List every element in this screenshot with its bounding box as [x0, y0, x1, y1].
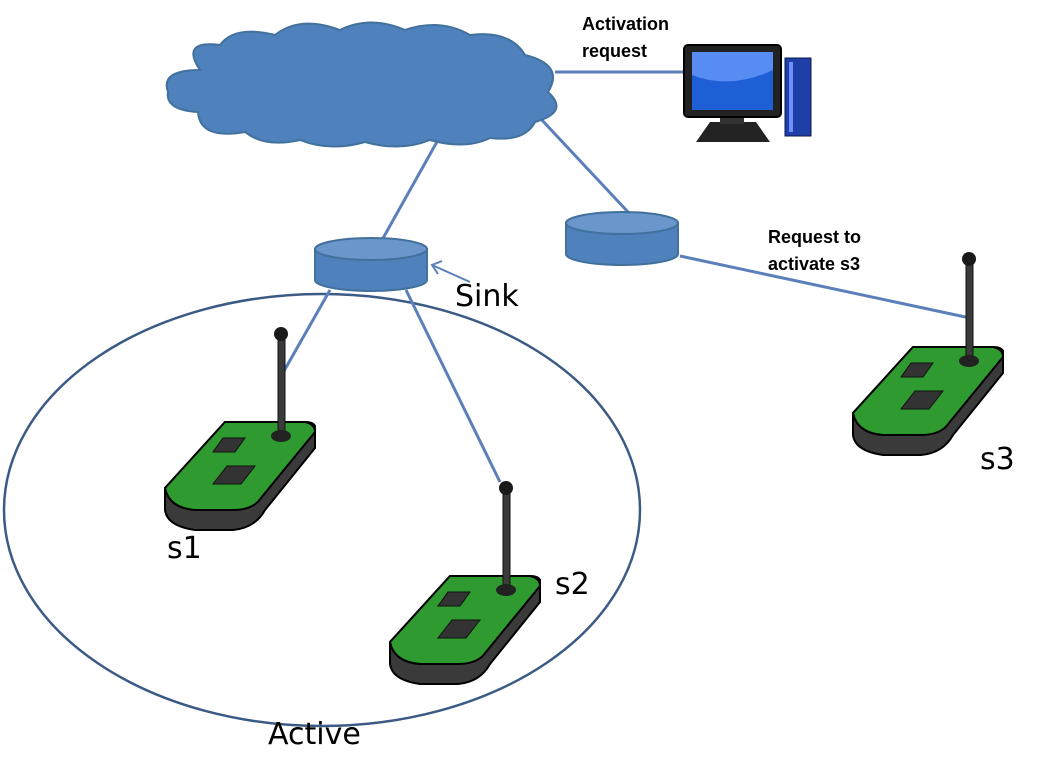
link-sink-s2: [404, 289, 502, 483]
gateway-disk-icon: [565, 211, 679, 266]
active-label: Active: [268, 717, 361, 752]
s2-label: s2: [555, 567, 590, 602]
activation-request-label: Activation request: [582, 14, 674, 61]
link-cloud-sink: [380, 139, 440, 241]
sink-disk-icon: [314, 237, 428, 292]
cloud-icon: [165, 21, 558, 148]
active-region-ellipse: [2, 292, 642, 728]
sensor-node-icon-s3: [852, 251, 1004, 456]
sink-arrow: [430, 260, 471, 283]
network-links: [278, 70, 971, 483]
computer-icon: [683, 44, 812, 142]
sensor-node-icon-s2: [389, 480, 541, 685]
request-to-activate-line-1: Request to: [768, 227, 861, 247]
s1-label: s1: [167, 531, 202, 566]
request-to-activate-label: Request to activate s3: [768, 227, 866, 274]
request-to-activate-line-2: activate s3: [768, 254, 860, 274]
sink-label: Sink: [455, 279, 519, 314]
link-cloud-gateway: [538, 116, 630, 214]
link-gateway-s3: [679, 254, 971, 320]
activation-request-line-2: request: [582, 41, 647, 61]
s3-label: s3: [980, 442, 1015, 477]
link-sink-s1: [278, 289, 332, 379]
activation-request-line-1: Activation: [582, 14, 669, 34]
